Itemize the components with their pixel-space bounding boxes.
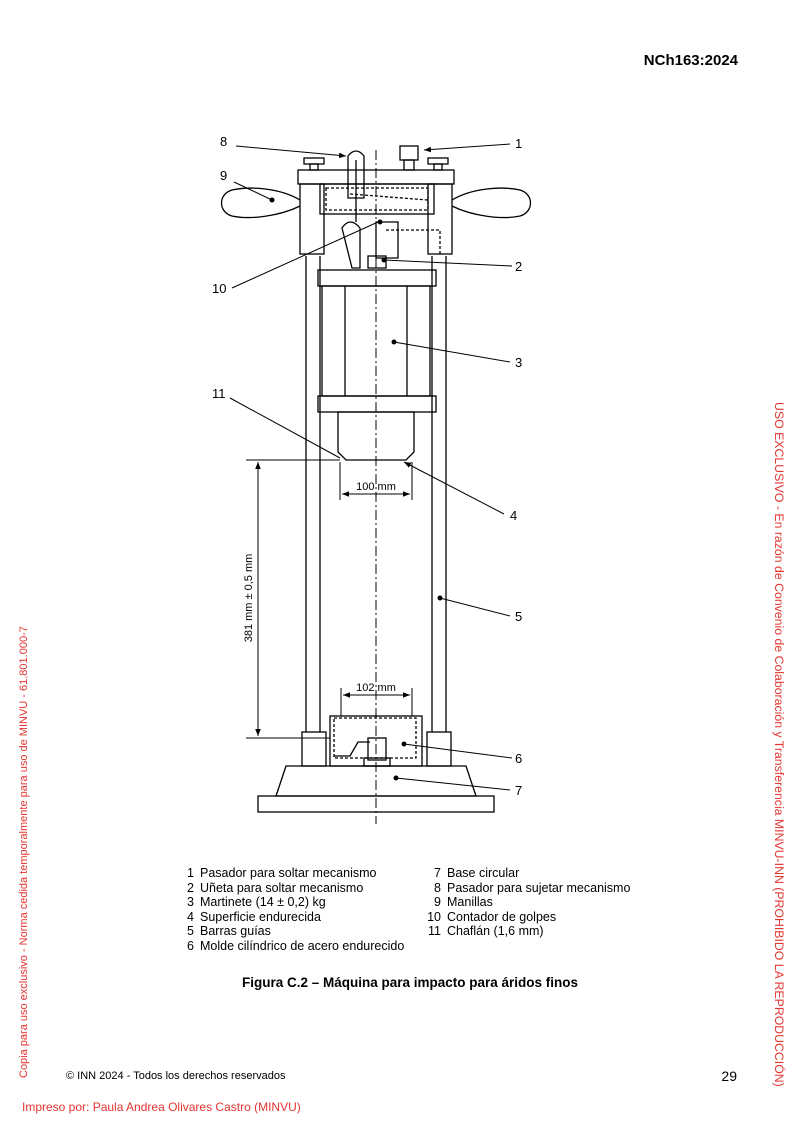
callout-4: 4 bbox=[510, 508, 517, 523]
callout-1: 1 bbox=[515, 136, 522, 151]
left-handle bbox=[220, 187, 301, 219]
right-watermark: USO EXCLUSIVO - En razón de Convenio de … bbox=[772, 402, 786, 1087]
callout-11: 11 bbox=[212, 386, 226, 401]
callout-8: 8 bbox=[220, 134, 227, 149]
callout-9: 9 bbox=[220, 168, 227, 183]
printed-by-notice: Impreso por: Paula Andrea Olivares Castr… bbox=[22, 1100, 301, 1114]
figure-caption: Figura C.2 – Máquina para impacto para á… bbox=[241, 975, 579, 990]
left-watermark: Copia para uso exclusivo - Norma cedida … bbox=[18, 626, 30, 1078]
impact-machine-diagram: 100 mm 102 mm 381 mm ± 0,5 mm 8 1 9 2 10… bbox=[212, 134, 532, 824]
callout-5: 5 bbox=[515, 609, 522, 624]
hardened-surface bbox=[337, 411, 415, 461]
callout-10: 10 bbox=[212, 281, 226, 296]
copyright-notice: © INN 2024 - Todos los derechos reservad… bbox=[66, 1070, 286, 1082]
right-handle bbox=[451, 187, 532, 219]
callout-3: 3 bbox=[515, 355, 522, 370]
callout-2: 2 bbox=[515, 259, 522, 274]
standard-code: NCh163:2024 bbox=[643, 52, 738, 69]
callout-7: 7 bbox=[515, 783, 522, 798]
dim-bottom-width: 102 mm bbox=[356, 682, 396, 694]
callout-6: 6 bbox=[515, 751, 522, 766]
dim-top-width: 100 mm bbox=[356, 481, 396, 493]
page-number: 29 bbox=[721, 1068, 737, 1084]
dim-drop-height: 381 mm ± 0,5 mm bbox=[243, 554, 255, 643]
